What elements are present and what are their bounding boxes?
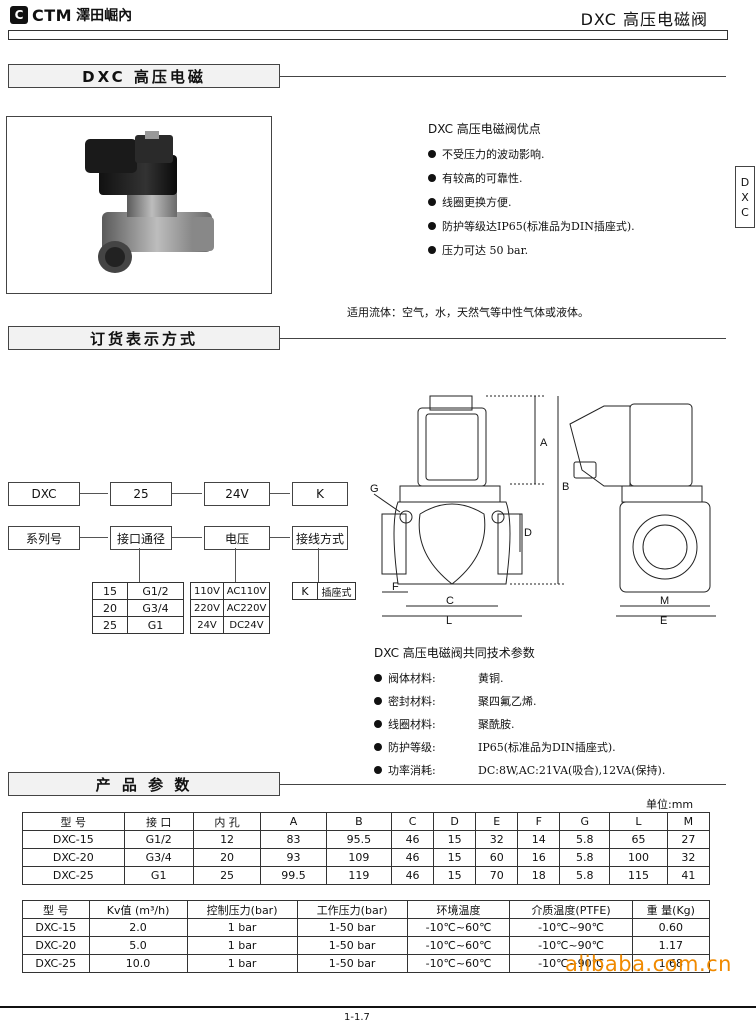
section-rule (280, 784, 726, 785)
page-number: 1-1.7 (344, 1012, 370, 1023)
list-item: 压力可达 50 bar. (428, 242, 728, 258)
bullet-icon (428, 198, 436, 206)
performance-table: 型 号 Kv值 (m³/h) 控制压力(bar) 工作压力(bar) 环境温度 … (22, 900, 711, 973)
dim-label-g: G (370, 483, 379, 495)
connector-line (270, 537, 290, 538)
connector-line (139, 548, 140, 582)
product-photo (6, 116, 272, 294)
common-params-list: 阀体材料:黄铜. 密封材料:聚四氟乙烯. 线圈材料:聚酰胺. 防护等级:IP65… (374, 670, 734, 778)
connector-line (80, 493, 108, 494)
footer-rule (0, 1006, 756, 1008)
company-logo: C CTM 澤田崛內 (10, 5, 133, 25)
table-header-row: 型 号 Kv值 (m³/h) 控制压力(bar) 工作压力(bar) 环境温度 … (22, 900, 711, 919)
section-title-params: 产 品 参 数 (8, 772, 280, 796)
list-item: 线圈材料:聚酰胺. (374, 716, 734, 732)
order-code-series: DXC (8, 482, 80, 506)
connector-line (270, 493, 290, 494)
bullet-icon (374, 766, 382, 774)
list-item: 防护等级达IP65(标准品为DIN插座式). (428, 218, 728, 234)
section-rule (280, 338, 726, 339)
dim-label-d: D (524, 527, 532, 539)
section-title-ordering: 订货表示方式 (8, 326, 280, 350)
connector-line (172, 537, 202, 538)
list-item: 阀体材料:黄铜. (374, 670, 734, 686)
side-tab: D X C (735, 166, 755, 228)
list-item: 不受压力的波动影响. (428, 146, 728, 162)
dim-label-l: L (446, 615, 452, 624)
order-code-voltage: 24V (204, 482, 270, 506)
connector-line (318, 548, 319, 582)
label-wiring: 接线方式 (292, 526, 348, 550)
bullet-icon (428, 150, 436, 158)
logo-mark-icon: C (10, 6, 28, 24)
valve-dimension-drawing: A B D G F C L M E (370, 395, 716, 624)
table-header-row: 型 号 接 口 内 孔 A B C D E F G L M (22, 812, 711, 831)
list-item: 功率消耗:DC:8W,AC:21VA(吸合),12VA(保持). (374, 762, 734, 778)
connector-line (80, 537, 108, 538)
label-voltage: 电压 (204, 526, 270, 550)
dim-label-m: M (660, 595, 669, 607)
bullet-icon (374, 743, 382, 751)
bullet-icon (374, 697, 382, 705)
dim-label-a: A (540, 437, 548, 449)
bullet-icon (428, 174, 436, 182)
list-item: 密封材料:聚四氟乙烯. (374, 693, 734, 709)
connector-line (172, 493, 202, 494)
bullet-icon (428, 246, 436, 254)
label-series: 系列号 (8, 526, 80, 550)
dim-label-e: E (660, 615, 667, 624)
list-item: 有较高的可靠性. (428, 170, 728, 186)
order-code-port: 25 (110, 482, 172, 506)
header-title: DXC 高压电磁阀 (580, 10, 708, 29)
header-band (8, 30, 728, 40)
side-tab-letter: X (741, 190, 749, 204)
list-item: 线圈更换方便. (428, 194, 728, 210)
section-rule (280, 76, 726, 77)
dim-label-c: C (446, 595, 454, 607)
logo-brand: CTM (32, 5, 73, 25)
section-title-product: DXC 高压电磁 (8, 64, 280, 88)
features-title: DXC 高压电磁阀优点 (428, 122, 541, 136)
bullet-icon (428, 222, 436, 230)
bullet-icon (374, 720, 382, 728)
side-tab-letter: C (741, 205, 749, 219)
side-tab-letter: D (740, 175, 750, 189)
dim-label-f: F (392, 581, 399, 593)
watermark: alibaba.com.cn (565, 952, 732, 976)
dim-label-b: B (562, 481, 569, 493)
bullet-icon (374, 674, 382, 682)
logo-company-name: 澤田崛內 (76, 8, 133, 24)
list-item: 防护等级:IP65(标准品为DIN插座式). (374, 739, 734, 755)
connector-line (235, 548, 236, 582)
label-port: 接口通径 (110, 526, 172, 550)
order-code-wiring: K (292, 482, 348, 506)
features-list: 不受压力的波动影响. 有较高的可靠性. 线圈更换方便. 防护等级达IP65(标准… (428, 146, 728, 258)
common-params-title: DXC 高压电磁阀共同技术参数 (374, 646, 535, 660)
unit-label: 单位:mm (646, 798, 694, 811)
valve-photo-icon (85, 131, 214, 273)
media-note: 适用流体：空气，水，天然气等中性气体或液体。 (347, 306, 589, 319)
